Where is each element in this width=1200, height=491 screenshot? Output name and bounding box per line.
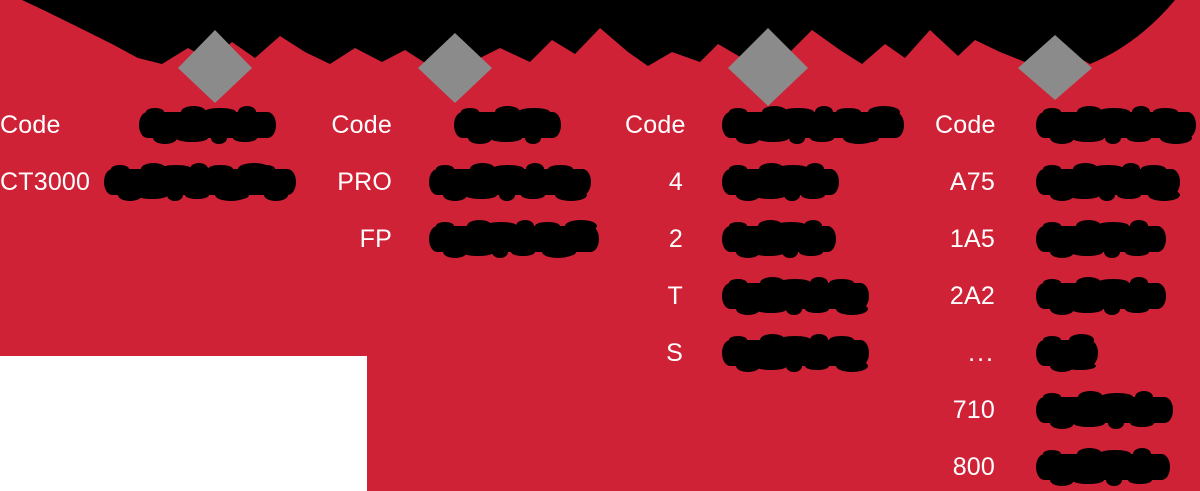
- column-header-label: Code: [625, 111, 686, 139]
- table-row: 4: [625, 163, 935, 222]
- redacted-description: [722, 163, 839, 201]
- code-label: 800: [952, 453, 995, 481]
- gray-diamond-3: [728, 28, 808, 106]
- code-label: PRO: [337, 168, 392, 196]
- redacted-description: [1036, 334, 1098, 372]
- redacted-column-title: [1036, 106, 1196, 144]
- redacted-column-title: [139, 106, 276, 144]
- jagged-black-band: [0, 0, 1200, 120]
- code-label: 2: [668, 225, 683, 253]
- redacted-description: [104, 163, 296, 201]
- table-row: 2A2: [935, 277, 1200, 336]
- code-label: 2A2: [949, 282, 995, 310]
- code-label: S: [666, 339, 683, 367]
- table-row: 2: [625, 220, 935, 279]
- table-row: T: [625, 277, 935, 336]
- code-label: T: [667, 282, 683, 310]
- band-red-silhouette: [0, 0, 1200, 120]
- table-row: A75: [935, 163, 1200, 222]
- code-label: 4: [668, 168, 683, 196]
- redacted-description: [429, 220, 599, 258]
- gray-diamond-2: [418, 33, 492, 103]
- gray-diamond-4: [1018, 35, 1092, 100]
- code-label: 1A5: [949, 225, 995, 253]
- code-label: A75: [949, 168, 995, 196]
- table-row: 1A5: [935, 220, 1200, 279]
- redacted-description: [722, 334, 869, 372]
- table-header-row: Code: [625, 106, 935, 165]
- redacted-description: [1036, 391, 1173, 429]
- table-row: FP: [330, 220, 630, 279]
- code-label: 710: [952, 396, 995, 424]
- column-header-label: Code: [331, 111, 392, 139]
- redacted-description: [722, 220, 836, 258]
- table-row: PRO: [330, 163, 630, 222]
- table-header-row: Code: [330, 106, 630, 165]
- redacted-description: [1036, 220, 1166, 258]
- table-row: 710: [935, 391, 1200, 450]
- code-label: FP: [359, 225, 392, 253]
- table-header-row: Code: [0, 106, 320, 165]
- redacted-description: [429, 163, 591, 201]
- white-cutout-panel: [0, 356, 367, 491]
- redacted-description: [1036, 448, 1170, 486]
- code-label: ...: [968, 339, 995, 367]
- redacted-description: [1036, 163, 1180, 201]
- gray-diamond-group: [178, 28, 1092, 106]
- redacted-column-title: [454, 106, 561, 144]
- table-header-row: Code: [935, 106, 1200, 165]
- table-row: ...: [935, 334, 1200, 393]
- redacted-column-title: [722, 106, 904, 144]
- redacted-description: [1036, 277, 1166, 315]
- table-row: S: [625, 334, 935, 393]
- table-row: 800: [935, 448, 1200, 491]
- column-header-label: Code: [0, 111, 61, 139]
- redacted-description: [722, 277, 869, 315]
- code-label: CT3000: [0, 168, 91, 196]
- table-row: CT3000: [0, 163, 320, 222]
- gray-diamond-1: [178, 30, 252, 103]
- column-header-label: Code: [935, 111, 996, 139]
